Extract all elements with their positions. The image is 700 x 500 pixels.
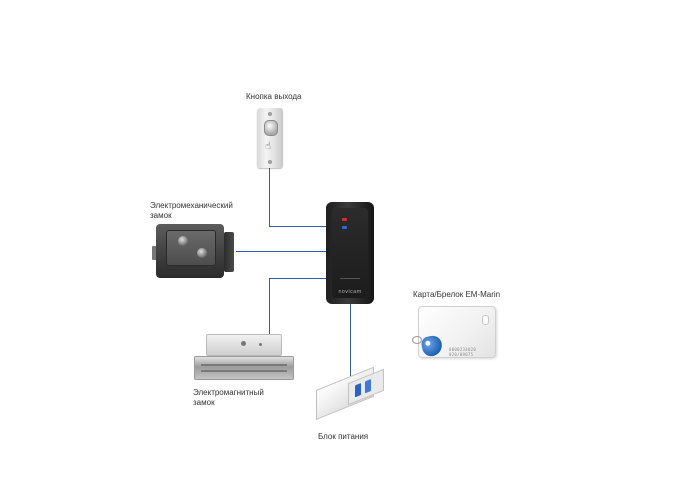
mount-hole-icon xyxy=(241,341,246,346)
wire-mag-lock-horizontal xyxy=(269,278,326,279)
push-cap xyxy=(264,120,278,136)
wire-exit-button-horizontal xyxy=(269,226,326,227)
terminal-icon xyxy=(365,378,371,394)
power-supply-icon xyxy=(316,366,390,420)
exit-button-label: Кнопка выхода xyxy=(246,92,302,101)
card-slot-hole xyxy=(482,315,489,325)
electromechanical-lock-icon xyxy=(152,220,236,280)
key-fob-icon xyxy=(412,334,446,360)
screw-icon xyxy=(268,160,272,164)
lock-side-plate xyxy=(224,232,234,272)
mount-hole-icon xyxy=(259,343,262,346)
wire-power-supply xyxy=(350,304,351,376)
magnetic-lock-icon xyxy=(194,334,294,380)
magnet-stripe xyxy=(201,370,287,372)
wire-em-lock xyxy=(236,251,326,252)
led-red-icon xyxy=(342,218,347,221)
screw-icon xyxy=(268,112,272,116)
exit-button-icon: ☝ xyxy=(257,108,283,168)
exit-button-plate xyxy=(257,108,283,168)
wire-mag-lock-vertical xyxy=(269,278,270,334)
card-fob-label: Карта/Брелок EM-Marin xyxy=(413,290,501,299)
em-lock-label-line1: Электромеханический xyxy=(150,201,233,210)
rfid-reader-icon: novicam xyxy=(326,202,374,304)
led-blue-icon xyxy=(342,226,347,229)
mag-lock-label-line1: Электромагнитный xyxy=(193,388,264,397)
key-cylinder-icon xyxy=(197,248,207,258)
magnet-stripe xyxy=(201,364,287,366)
reader-slot xyxy=(340,278,360,279)
lock-face xyxy=(166,230,216,266)
em-lock-label-line2: замок xyxy=(150,211,172,220)
fob-body xyxy=(420,334,444,358)
wire-exit-button-vertical xyxy=(269,168,270,226)
reader-brand: novicam xyxy=(338,289,362,295)
hand-icon: ☝ xyxy=(265,141,272,152)
reader-panel xyxy=(332,208,368,298)
key-cylinder-icon xyxy=(178,236,188,246)
mag-lock-label-line2: замок xyxy=(193,398,215,407)
power-supply-label: Блок питания xyxy=(318,432,369,441)
proximity-card-icon: 0000234020 020/09075 xyxy=(418,306,496,358)
armature-plate xyxy=(206,334,282,356)
magnet-body xyxy=(194,356,294,380)
card-code: 0000234020 020/09075 xyxy=(449,347,477,357)
terminal-icon xyxy=(355,383,361,398)
